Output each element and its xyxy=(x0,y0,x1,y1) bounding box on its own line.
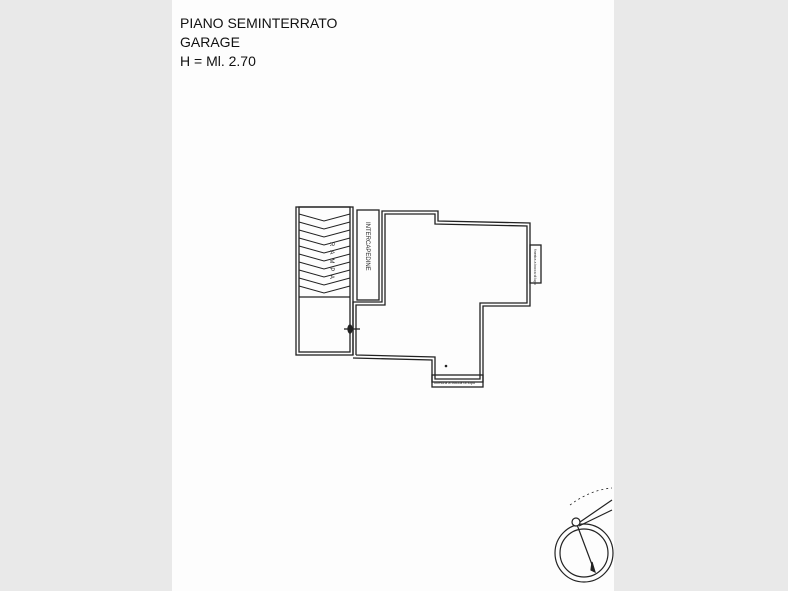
ramp-chevrons xyxy=(298,213,351,294)
window-right-label: finestra a bocca di lupo xyxy=(533,249,537,285)
window-bottom xyxy=(431,374,484,388)
height-label: H = Ml. 2.70 xyxy=(180,53,256,69)
ramp-label: RAMPA xyxy=(328,242,334,283)
document-page xyxy=(172,0,614,591)
window-bottom-label: finestra a bocca di lupo xyxy=(434,380,476,385)
garage-walls xyxy=(352,210,531,383)
cavity-label: INTERCAPEDINE xyxy=(364,222,370,271)
floor-title: PIANO SEMINTERRATO xyxy=(180,15,338,31)
window-right xyxy=(529,244,542,284)
room-title: GARAGE xyxy=(180,34,240,50)
compass-icon xyxy=(554,487,614,583)
cavity-wall xyxy=(356,209,380,301)
